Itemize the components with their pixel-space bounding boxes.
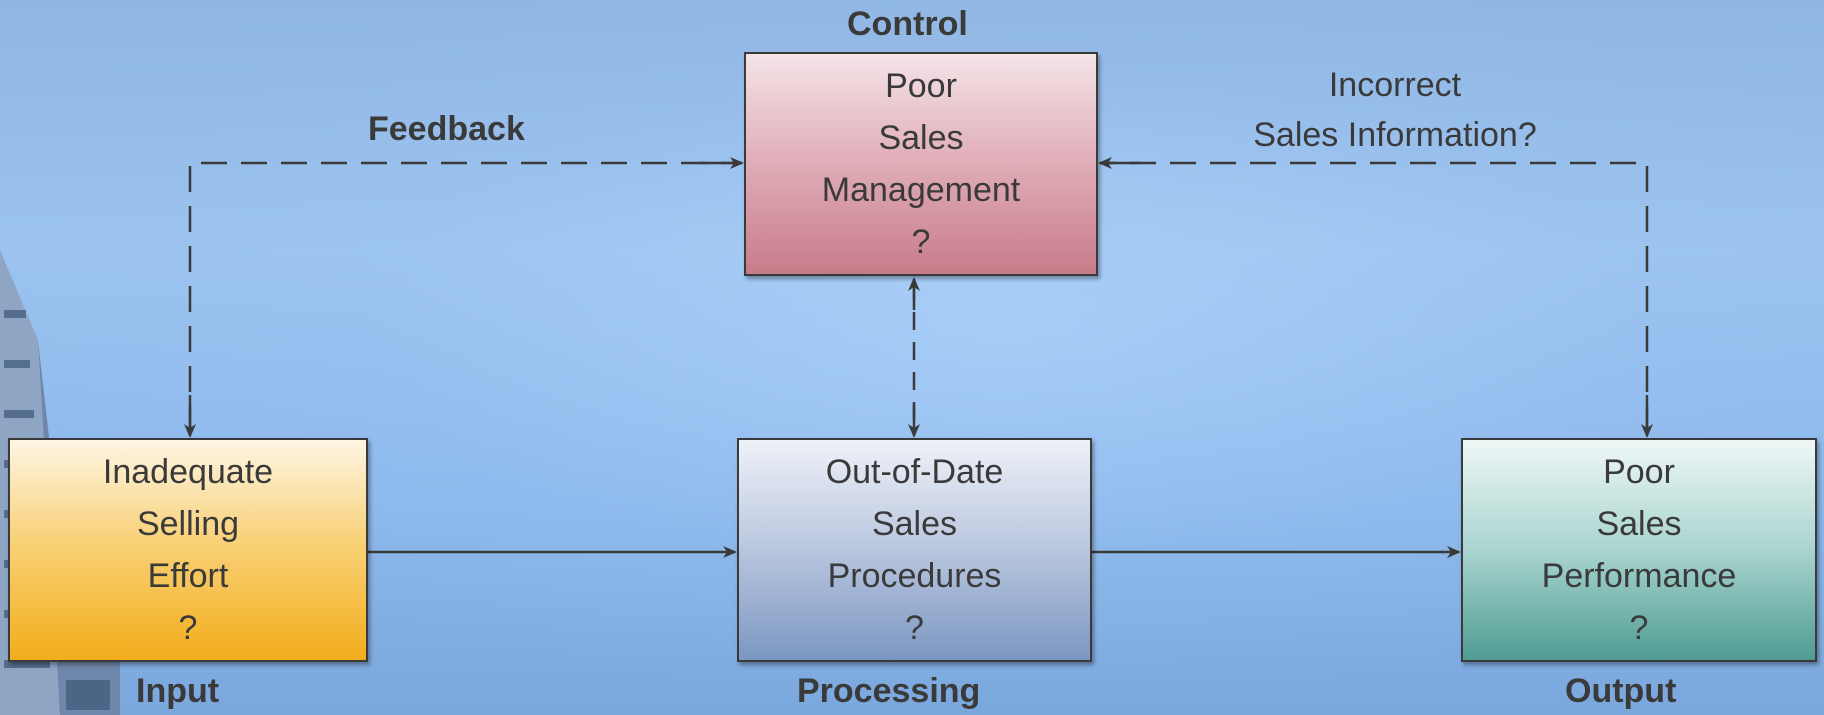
annotation-line: Sales Information?	[1253, 116, 1537, 154]
output-box: Poor Sales Performance ?	[1461, 438, 1817, 662]
feedback-label: Feedback	[368, 110, 525, 148]
control-box: Poor Sales Management ?	[744, 52, 1098, 276]
input-box: Inadequate Selling Effort ?	[8, 438, 368, 662]
feedback-line-right	[1100, 161, 1649, 432]
processing-box-line: Out-of-Date	[825, 453, 1004, 491]
output-heading: Output	[1565, 672, 1677, 710]
annotation-line: Incorrect	[1328, 66, 1462, 104]
processing-box-line: Procedures	[827, 557, 1002, 595]
control-box-line: ?	[911, 223, 931, 261]
input-box-line: Effort	[147, 557, 229, 595]
processing-heading: Processing	[797, 672, 981, 710]
input-heading: Input	[136, 672, 220, 710]
control-box-line: Sales	[878, 119, 964, 157]
output-box-line: ?	[1629, 609, 1649, 647]
processing-box-line: ?	[905, 609, 924, 647]
control-box-line: Poor	[885, 67, 957, 105]
control-box-line: Management	[821, 171, 1021, 209]
processing-box: Out-of-Date Sales Procedures ?	[737, 438, 1092, 662]
incorrect-sales-info-annotation: Incorrect Sales Information?	[1210, 60, 1580, 160]
input-box-line: ?	[178, 609, 198, 647]
processing-box-line: Sales	[871, 505, 958, 543]
input-box-line: Selling	[136, 505, 240, 543]
output-box-line: Poor	[1603, 453, 1675, 491]
feedback-line-left	[188, 161, 742, 432]
control-heading: Control	[847, 5, 968, 43]
input-box-line: Inadequate	[102, 453, 274, 491]
output-box-line: Performance	[1541, 557, 1737, 595]
output-box-line: Sales	[1596, 505, 1682, 543]
